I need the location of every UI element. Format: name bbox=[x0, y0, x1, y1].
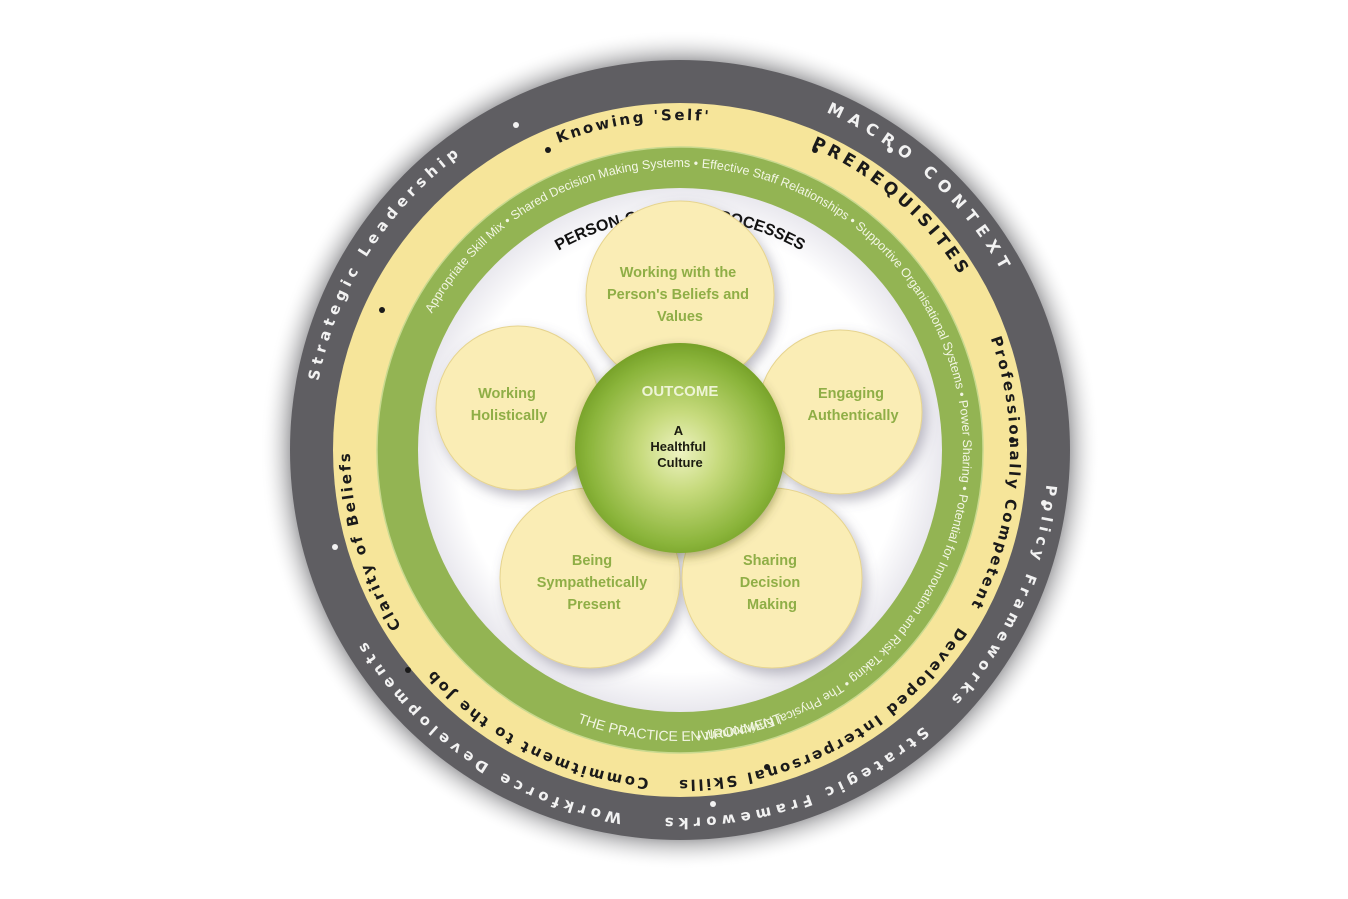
petal-label-sympathetically-present: Being Sympathetically Present bbox=[537, 553, 651, 613]
outcome-hub bbox=[575, 343, 785, 553]
outcome-title: OUTCOME bbox=[642, 383, 719, 400]
prereq-separator-dots bbox=[379, 147, 1015, 770]
petal-label-beliefs-values: Working with the Person's Beliefs and Va… bbox=[607, 265, 753, 325]
petal-label-working-holistically: Working Holistically bbox=[471, 386, 548, 424]
petal-label-sharing-decision-making: Sharing Decision Making bbox=[740, 553, 804, 613]
petal-label-engaging-authentically: Engaging Authentically bbox=[807, 386, 898, 424]
practice-environment-inner-edge bbox=[376, 146, 984, 754]
outcome-label: A Healthful Culture bbox=[650, 423, 709, 470]
macro-separator-dots bbox=[332, 122, 1047, 807]
